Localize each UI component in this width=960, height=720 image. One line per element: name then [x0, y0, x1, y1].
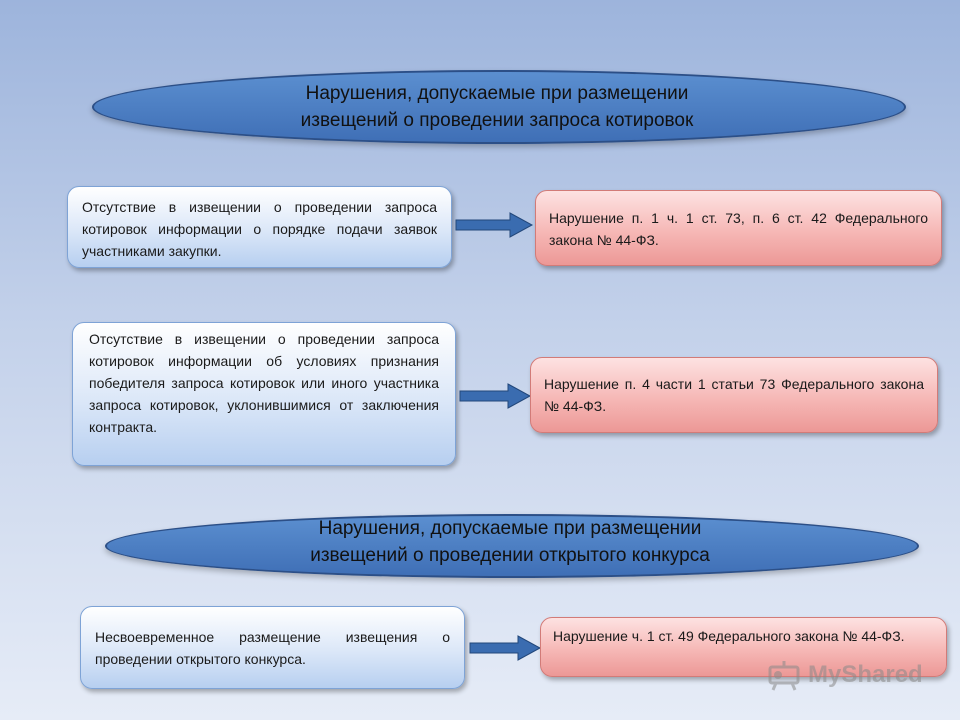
- section-heading-1: Нарушения, допускаемые при размещении из…: [300, 83, 694, 131]
- violation-description-3: Несвоевременное размещение извещения о п…: [80, 606, 465, 689]
- watermark: MyShared: [768, 655, 938, 695]
- law-reference-2: Нарушение п. 4 части 1 статьи 73 Федерал…: [530, 357, 938, 433]
- projector-icon: [768, 661, 800, 691]
- law-reference-1: Нарушение п. 1 ч. 1 ст. 73, п. 6 ст. 42 …: [535, 190, 942, 266]
- law-reference-3: Нарушение ч. 1 ст. 49 Федерального закон…: [540, 617, 947, 677]
- watermark-text: MyShared: [808, 661, 923, 688]
- violation-description-1: Отсутствие в извещении о проведении запр…: [67, 186, 452, 268]
- arrow-icon-1: [455, 212, 534, 238]
- section-heading-2: Нарушения, допускаемые при размещении из…: [310, 518, 710, 566]
- arrow-icon-2: [459, 383, 532, 409]
- arrow-icon-3: [469, 635, 542, 661]
- section-heading-ellipse-1: [92, 70, 906, 144]
- section-heading-ellipse-2: [105, 514, 919, 578]
- violation-description-2: Отсутствие в извещении о проведении запр…: [72, 322, 456, 466]
